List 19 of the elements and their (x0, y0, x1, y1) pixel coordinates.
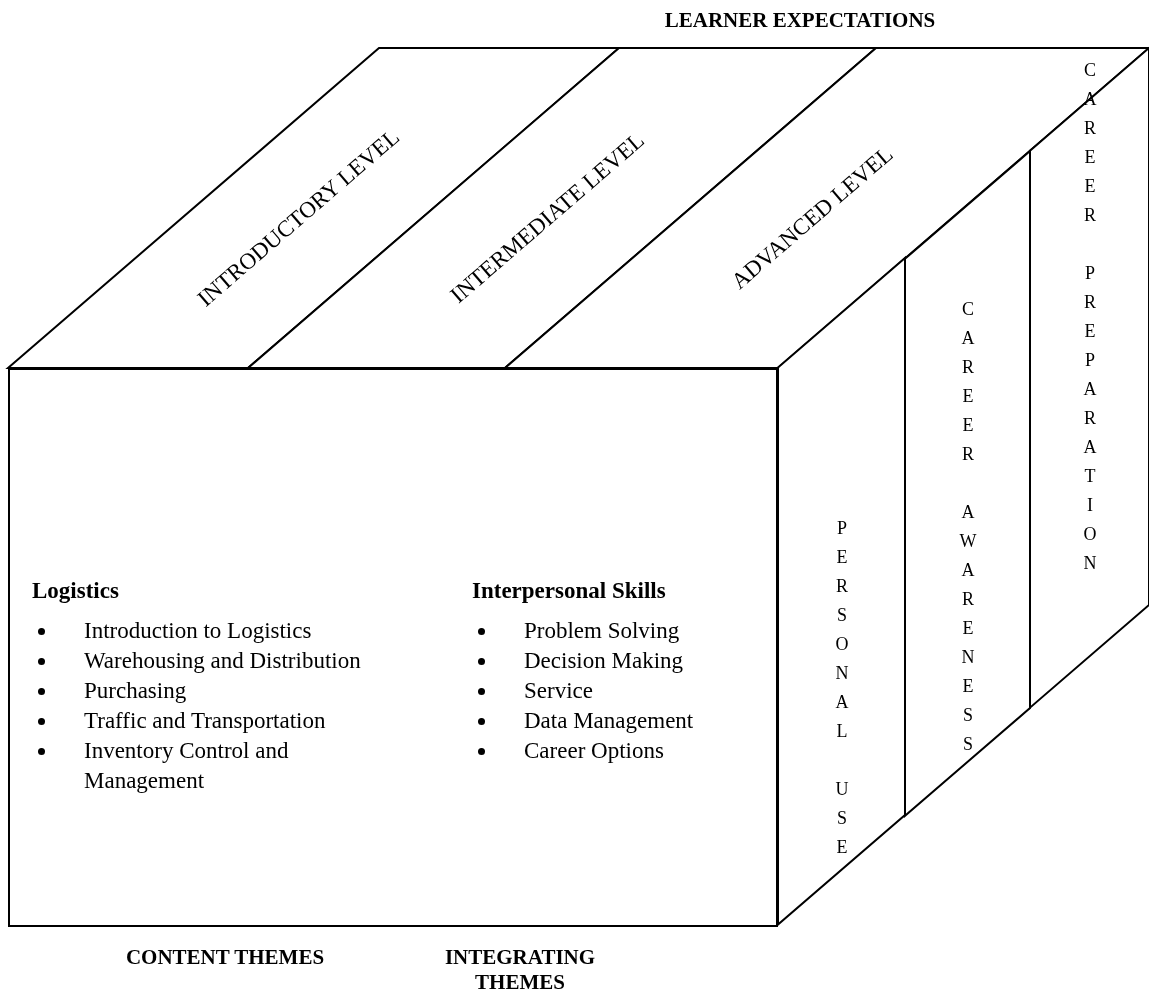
panel-heading: Logistics (32, 578, 119, 604)
list-item: Warehousing and Distribution (84, 648, 361, 673)
band-label: PERSONAL USE (831, 518, 852, 867)
theme-panel (8, 368, 452, 927)
list-item: Career Options (524, 738, 664, 763)
axis-label: CONTENT THEMES (124, 945, 326, 970)
list-item: Purchasing (84, 678, 187, 703)
list-item: Traffic and Transportation (84, 708, 326, 733)
list-item: Problem Solving (524, 618, 680, 643)
list-item: Decision Making (524, 648, 684, 673)
axis-label: LEARNER EXPECTATIONS (663, 8, 937, 33)
list-item: Inventory Control and Management (84, 738, 289, 793)
band-label: CAREER AWARENESS (957, 298, 978, 763)
list-item: Introduction to Logistics (84, 618, 312, 643)
axis-label: INTEGRATING THEMES (443, 945, 597, 995)
band-label: CAREER PREPARATION (1079, 60, 1100, 582)
list-item: Service (524, 678, 593, 703)
list-item: Data Management (524, 708, 694, 733)
panel-heading: Interpersonal Skills (472, 578, 666, 604)
